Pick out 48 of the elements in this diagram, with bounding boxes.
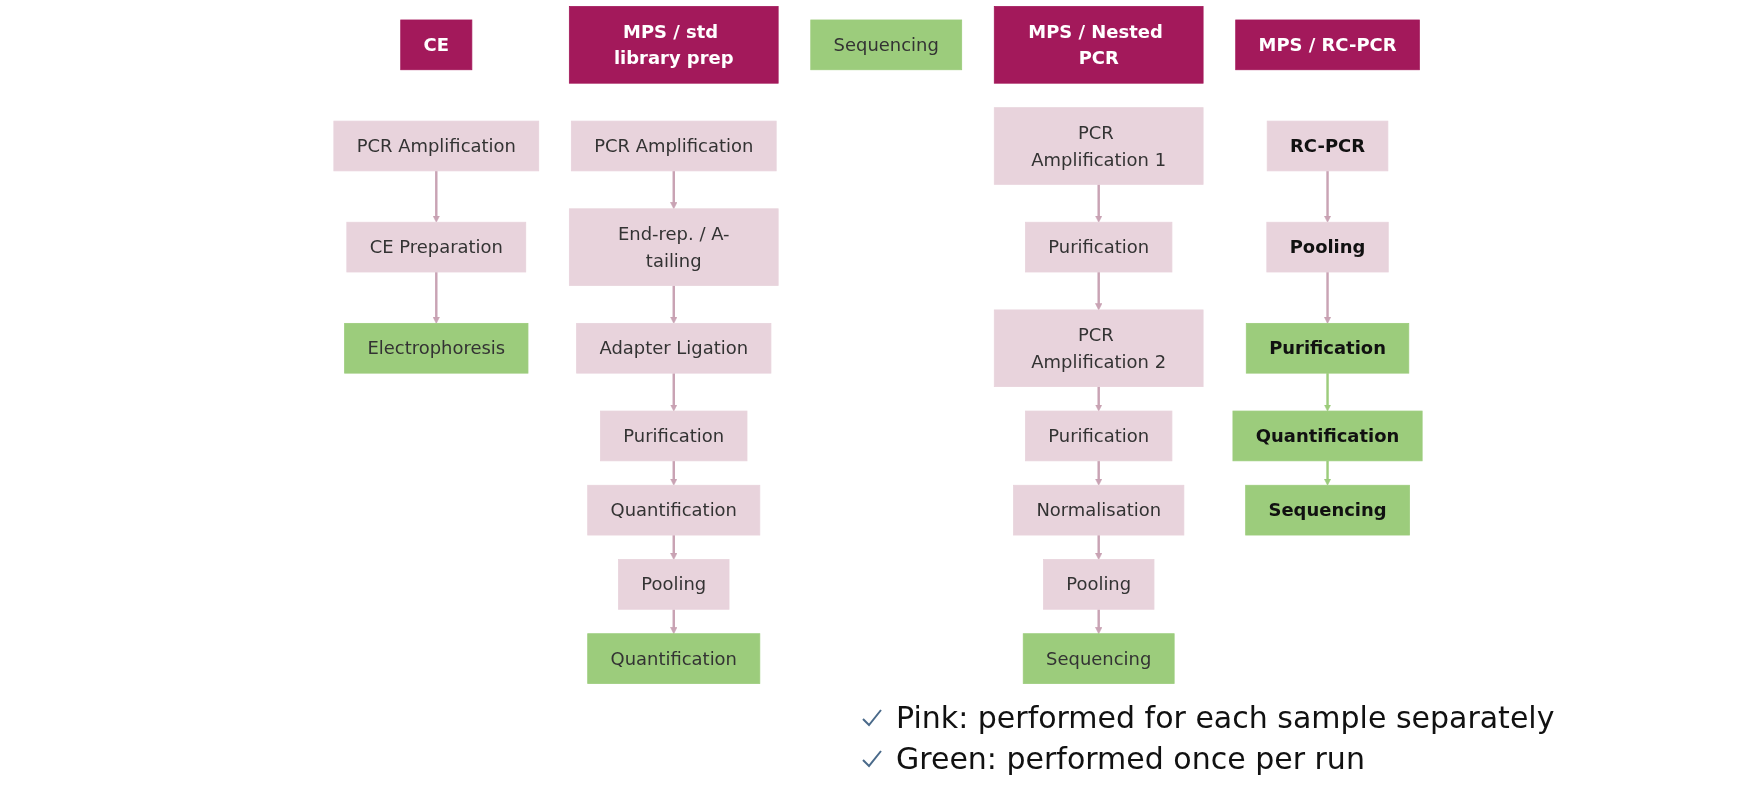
node-box xyxy=(1245,484,1410,536)
node-box xyxy=(1013,484,1185,536)
node-box xyxy=(344,322,529,374)
arrow xyxy=(1095,460,1103,486)
node-box xyxy=(1025,410,1173,462)
node-box xyxy=(600,410,748,462)
legend-text: Green: performed once per run xyxy=(896,741,1365,776)
node-box xyxy=(333,120,540,172)
arrow xyxy=(670,373,678,412)
arrow xyxy=(1323,170,1332,223)
node-box xyxy=(1232,410,1423,462)
node-box xyxy=(1235,19,1420,71)
arrow xyxy=(1095,184,1103,223)
node-box xyxy=(1022,633,1175,684)
arrow xyxy=(1323,373,1332,412)
node-box xyxy=(1025,221,1173,273)
node-box xyxy=(568,6,779,84)
arrow xyxy=(1323,460,1332,486)
node-box xyxy=(587,633,761,684)
node-box xyxy=(1245,322,1410,374)
arrow xyxy=(670,535,678,560)
arrow xyxy=(670,285,678,324)
node-box xyxy=(993,107,1204,185)
node-box xyxy=(587,484,761,536)
arrow xyxy=(1095,386,1103,412)
arrow xyxy=(670,460,678,486)
arrow xyxy=(1323,272,1332,324)
node-box xyxy=(346,221,527,273)
legend-text: Pink: performed for each sample separately xyxy=(896,700,1555,735)
node-box xyxy=(618,559,730,610)
arrow xyxy=(670,609,678,635)
node-box xyxy=(568,208,779,286)
node-box xyxy=(1266,120,1389,172)
flowchart-drawing: CE PCR Amplification CE Preparation Electrophoresis MPS / std library prep PCR Amplification End-rep. / A-tailing Adapter Ligation Purification Quantification Pooling Quantification Sequencing MPS / Nested PCR PCR Amplification 1 Purification PCR Amplification 2 Purification Normalisation Pooling Sequencing MPS / RC-PCR RC-PCR Pooling Purification Quantification Sequencing xyxy=(0,0,1756,690)
node-box xyxy=(1266,221,1389,273)
node-box xyxy=(993,6,1204,84)
arrow xyxy=(1095,609,1103,635)
node-box xyxy=(570,120,777,172)
arrow xyxy=(670,170,678,210)
node-box xyxy=(400,19,473,71)
node-box xyxy=(1043,559,1155,610)
arrow xyxy=(1095,272,1103,311)
node-box xyxy=(810,19,963,71)
arrow xyxy=(432,170,440,223)
arrow xyxy=(432,272,440,324)
arrow xyxy=(1095,535,1103,560)
node-box xyxy=(993,309,1204,387)
node-box xyxy=(576,322,772,374)
